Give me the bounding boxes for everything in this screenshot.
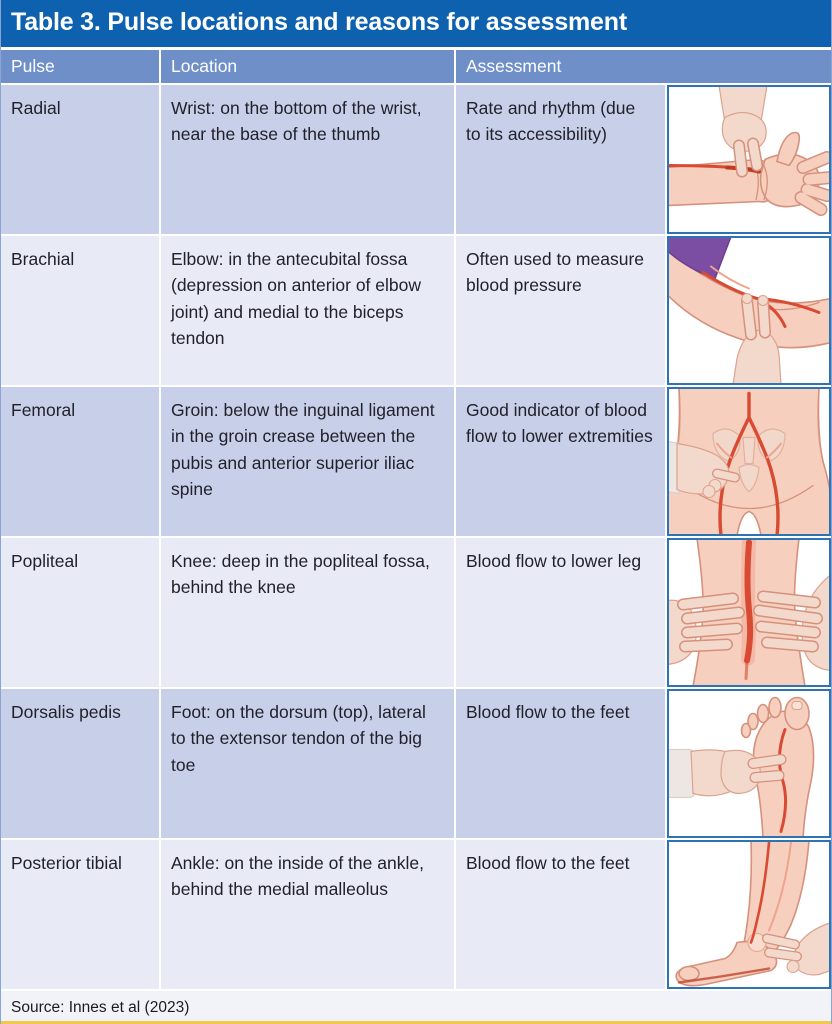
brachial-pulse-elbow-illustration <box>667 236 831 385</box>
dorsalis-pedis-foot-illustration <box>667 689 831 838</box>
brachial-illustration-svg <box>669 238 829 383</box>
assessment-radial: Rate and rhythm (due to its accessibilit… <box>456 85 665 234</box>
popliteal-artery <box>744 540 754 664</box>
pulse-table: Pulse Location Assessment Radial Wrist: … <box>1 50 831 989</box>
dorsalis-pedis-artery <box>778 728 788 833</box>
location-popliteal: Knee: deep in the popliteal fossa, behin… <box>161 538 454 687</box>
posterior-tibial-ankle-illustration <box>667 840 831 989</box>
pulse-name-radial: Radial <box>1 85 159 234</box>
pulse-name-posterior-tibial: Posterior tibial <box>1 840 159 989</box>
radial-pulse-wrist-illustration <box>667 85 831 234</box>
popliteal-illustration-svg <box>669 540 829 685</box>
table-title: Table 3. Pulse locations and reasons for… <box>1 0 831 47</box>
pulse-name-popliteal: Popliteal <box>1 538 159 687</box>
dorsalis-pedis-illustration-svg <box>669 696 815 836</box>
radial-illustration-svg <box>669 87 829 216</box>
column-header-assessment: Assessment <box>456 50 831 83</box>
location-radial: Wrist: on the bottom of the wrist, near … <box>161 85 454 234</box>
femoral-pulse-groin-illustration <box>667 387 831 536</box>
pulse-name-femoral: Femoral <box>1 387 159 536</box>
assessment-posterior-tibial: Blood flow to the feet <box>456 840 665 989</box>
posterior-tibial-illustration-svg <box>675 842 829 987</box>
column-header-pulse: Pulse <box>1 50 159 83</box>
examiner-hand <box>720 749 761 795</box>
assessment-brachial: Often used to measure blood pressure <box>456 236 665 385</box>
assessment-popliteal: Blood flow to lower leg <box>456 538 665 687</box>
location-dorsalis-pedis: Foot: on the dorsum (top), lateral to th… <box>161 689 454 838</box>
assessment-femoral: Good indicator of blood flow to lower ex… <box>456 387 665 536</box>
popliteal-pulse-knee-illustration <box>667 538 831 687</box>
source-note: Source: Innes et al (2023) <box>1 991 831 1021</box>
posterior-tibial-artery <box>749 842 771 944</box>
assessment-dorsalis-pedis: Blood flow to the feet <box>456 689 665 838</box>
column-header-location: Location <box>161 50 454 83</box>
femoral-illustration-svg <box>669 389 829 534</box>
pulse-name-dorsalis-pedis: Dorsalis pedis <box>1 689 159 838</box>
location-posterior-tibial: Ankle: on the inside of the ankle, behin… <box>161 840 454 989</box>
bottom-rule <box>1 1021 831 1024</box>
location-brachial: Elbow: in the antecubital fossa (depress… <box>161 236 454 385</box>
pulse-name-brachial: Brachial <box>1 236 159 385</box>
location-femoral: Groin: below the inguinal ligament in th… <box>161 387 454 536</box>
